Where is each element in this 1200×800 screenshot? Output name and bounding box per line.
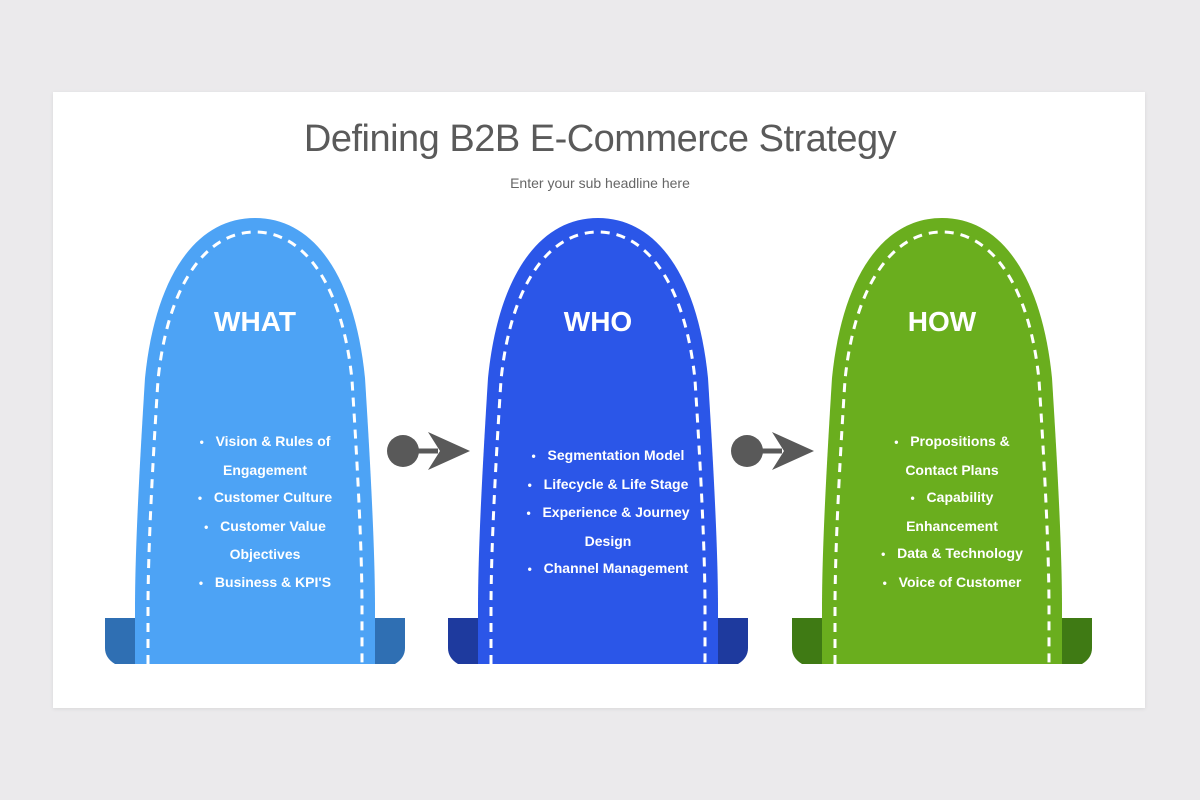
list-item: •Business & KPI'S (198, 573, 332, 590)
list-item: Objectives (229, 546, 301, 562)
slide-subtitle: Enter your sub headline here (510, 175, 690, 191)
list-item: •Voice of Customer (882, 573, 1022, 590)
card-who-shape (448, 218, 748, 664)
arrow-right-icon (387, 432, 470, 470)
list-item: Engagement (222, 461, 307, 478)
list-item: •Experience & Journey (526, 504, 690, 520)
card-what: WHAT •Vision & Rules of Engagement •Cust… (105, 218, 405, 666)
card-what-list: •Vision & Rules of Engagement •Customer … (160, 428, 370, 597)
list-item: •Capability (910, 489, 994, 505)
list-item: Contact Plans (905, 461, 999, 478)
list-item: •Customer Value (204, 517, 326, 534)
list-item: •Lifecycle & Life Stage (527, 475, 689, 492)
slide-title: Defining B2B E-Commerce Strategy (303, 118, 897, 160)
list-item: •Channel Management (527, 560, 689, 576)
list-item: •Propositions & (894, 433, 1010, 449)
card-how-heading: HOW (907, 306, 977, 337)
arrow-right-icon (731, 432, 814, 470)
card-who-list: •Segmentation Model •Lifecycle & Life St… (498, 442, 718, 584)
list-item: •Customer Culture (197, 489, 333, 505)
card-how: HOW •Propositions & Contact Plans •Capab… (792, 218, 1092, 666)
list-item: •Data & Technology (881, 545, 1023, 561)
card-what-shape (105, 218, 405, 664)
list-item: •Vision & Rules of (199, 433, 331, 449)
card-who-heading: WHO (563, 306, 633, 337)
list-item: •Segmentation Model (531, 447, 685, 463)
card-who: WHO •Segmentation Model •Lifecycle & Lif… (448, 218, 748, 666)
card-what-heading: WHAT (214, 306, 296, 337)
list-item: Design (584, 532, 632, 549)
card-how-shape (792, 218, 1092, 664)
list-item: Enhancement (906, 517, 998, 534)
card-how-list: •Propositions & Contact Plans •Capabilit… (852, 428, 1052, 597)
